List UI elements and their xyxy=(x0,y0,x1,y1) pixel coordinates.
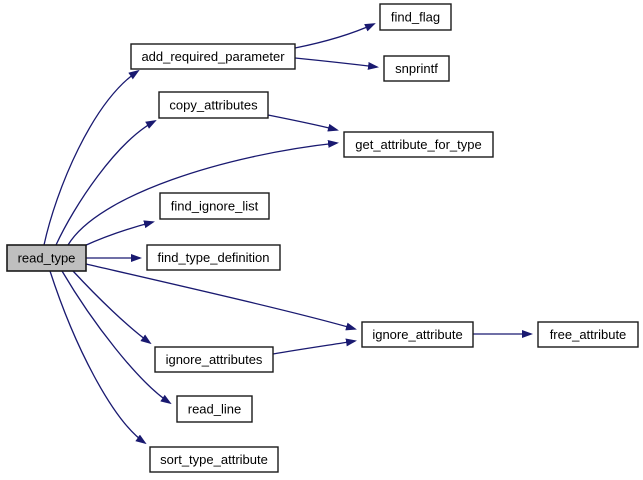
edge-read_type-add_required_parameter xyxy=(43,69,140,246)
edge-add_required_parameter-find_flag xyxy=(294,23,376,49)
edge-read_type-get_attribute_for_type xyxy=(67,139,339,246)
node-copy_attributes[interactable]: copy_attributes xyxy=(158,91,269,119)
node-label-add_required_parameter: add_required_parameter xyxy=(141,49,285,64)
node-layer: read_type add_required_parameter find_fl… xyxy=(6,3,639,473)
node-sort_type_attribute[interactable]: sort_type_attribute xyxy=(149,446,279,473)
edge-read_type-ignore_attributes xyxy=(72,270,152,345)
edge-read_type-sort_type_attribute xyxy=(49,270,147,445)
node-label-snprintf: snprintf xyxy=(395,61,438,76)
node-find_flag[interactable]: find_flag xyxy=(379,3,452,31)
node-label-read_line: read_line xyxy=(188,402,242,417)
node-get_attribute_for_type[interactable]: get_attribute_for_type xyxy=(343,131,494,158)
edge-read_type-copy_attributes xyxy=(55,120,157,246)
edge-copy_attributes-get_attribute_for_type xyxy=(267,114,339,132)
node-ignore_attributes[interactable]: ignore_attributes xyxy=(154,346,274,373)
node-label-get_attribute_for_type: get_attribute_for_type xyxy=(355,137,481,152)
edge-read_type-read_line xyxy=(61,270,172,405)
node-snprintf[interactable]: snprintf xyxy=(383,55,450,82)
node-label-ignore_attributes: ignore_attributes xyxy=(166,352,263,367)
edge-read_type-find_ignore_list xyxy=(83,220,155,247)
node-label-copy_attributes: copy_attributes xyxy=(169,98,258,113)
node-label-find_flag: find_flag xyxy=(391,10,440,25)
node-label-sort_type_attribute: sort_type_attribute xyxy=(160,452,268,467)
edge-ignore_attributes-ignore_attribute xyxy=(272,338,357,355)
edge-read_type-ignore_attribute xyxy=(85,263,357,331)
node-label-free_attribute: free_attribute xyxy=(550,327,627,342)
node-add_required_parameter[interactable]: add_required_parameter xyxy=(130,43,296,70)
node-label-ignore_attribute: ignore_attribute xyxy=(372,327,462,342)
node-free_attribute[interactable]: free_attribute xyxy=(537,321,639,348)
node-ignore_attribute[interactable]: ignore_attribute xyxy=(361,321,474,348)
node-label-read_type: read_type xyxy=(18,251,76,266)
edge-layer xyxy=(43,23,533,445)
node-label-find_ignore_list: find_ignore_list xyxy=(171,199,259,214)
node-find_ignore_list[interactable]: find_ignore_list xyxy=(159,192,270,220)
node-read_type[interactable]: read_type xyxy=(6,244,87,272)
node-find_type_definition[interactable]: find_type_definition xyxy=(146,244,281,271)
edge-add_required_parameter-snprintf xyxy=(294,57,379,70)
node-label-find_type_definition: find_type_definition xyxy=(157,250,269,265)
node-read_line[interactable]: read_line xyxy=(176,395,253,423)
